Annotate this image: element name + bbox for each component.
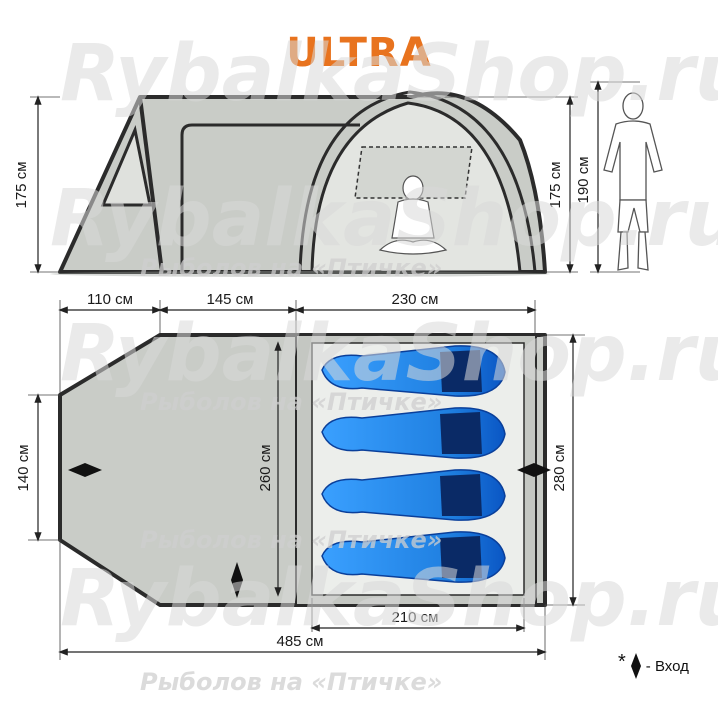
legend: * - Вход: [618, 652, 689, 680]
sleeping-bag: [321, 469, 506, 521]
vestibule-depth-label: 110 см: [87, 291, 133, 308]
watermark-slogan: Рыболов на «Птичке»: [140, 668, 442, 696]
side-door: [180, 123, 360, 270]
watermark-domain: RybalkaShop.ru: [60, 29, 718, 119]
legend-symbol: *: [618, 651, 626, 673]
sitting-person-icon: [378, 175, 448, 255]
tent-model-title: ULTRA: [286, 30, 432, 76]
hall-depth-label: 145 см: [206, 291, 253, 308]
bedroom-length-label: 230 см: [391, 291, 438, 308]
side-mesh-window: [354, 146, 473, 199]
person-silhouette-icon: [603, 92, 663, 271]
outer-width-label: 280 см: [551, 444, 568, 491]
entrance-icon: [231, 562, 243, 598]
side-view: 175 см 175 см 190 см: [13, 80, 663, 277]
entrance-icon: [68, 463, 102, 477]
side-height-right-label: 175 см: [547, 161, 564, 208]
watermark-domain: RybalkaShop.ru: [60, 554, 718, 644]
watermark-slogan: Рыболов на «Птичке»: [140, 254, 442, 282]
side-arch-pole: [298, 90, 537, 273]
legend-label: - Вход: [645, 657, 689, 675]
side-window: [100, 124, 152, 207]
watermark-domain: RybalkaShop.ru: [50, 174, 718, 264]
watermark-domain: RybalkaShop.ru: [60, 309, 718, 399]
total-length-label: 485 см: [276, 633, 323, 650]
entrance-icon: [517, 463, 551, 477]
vestibule-width-label: 140 см: [15, 444, 32, 491]
plan-view: 110 см 145 см 230 см: [15, 291, 585, 660]
side-height-left-label: 175 см: [13, 161, 30, 208]
watermarks: RybalkaShop.ru RybalkaShop.ru RybalkaSho…: [50, 29, 718, 696]
sleeping-bags: [321, 345, 506, 583]
person-height-label: 190 см: [575, 156, 592, 203]
inner-length-label: 210 см: [391, 609, 438, 626]
side-front-pole: [138, 96, 164, 273]
sleeping-bag: [321, 531, 506, 583]
entrance-icon: [630, 653, 641, 679]
sleeping-bag: [321, 345, 506, 397]
sleeping-bag: [321, 407, 506, 459]
inner-width-label: 260 см: [257, 444, 274, 491]
watermark-slogan: Рыболов на «Птичке»: [140, 388, 442, 416]
watermark-slogan: Рыболов на «Птичке»: [140, 526, 442, 554]
